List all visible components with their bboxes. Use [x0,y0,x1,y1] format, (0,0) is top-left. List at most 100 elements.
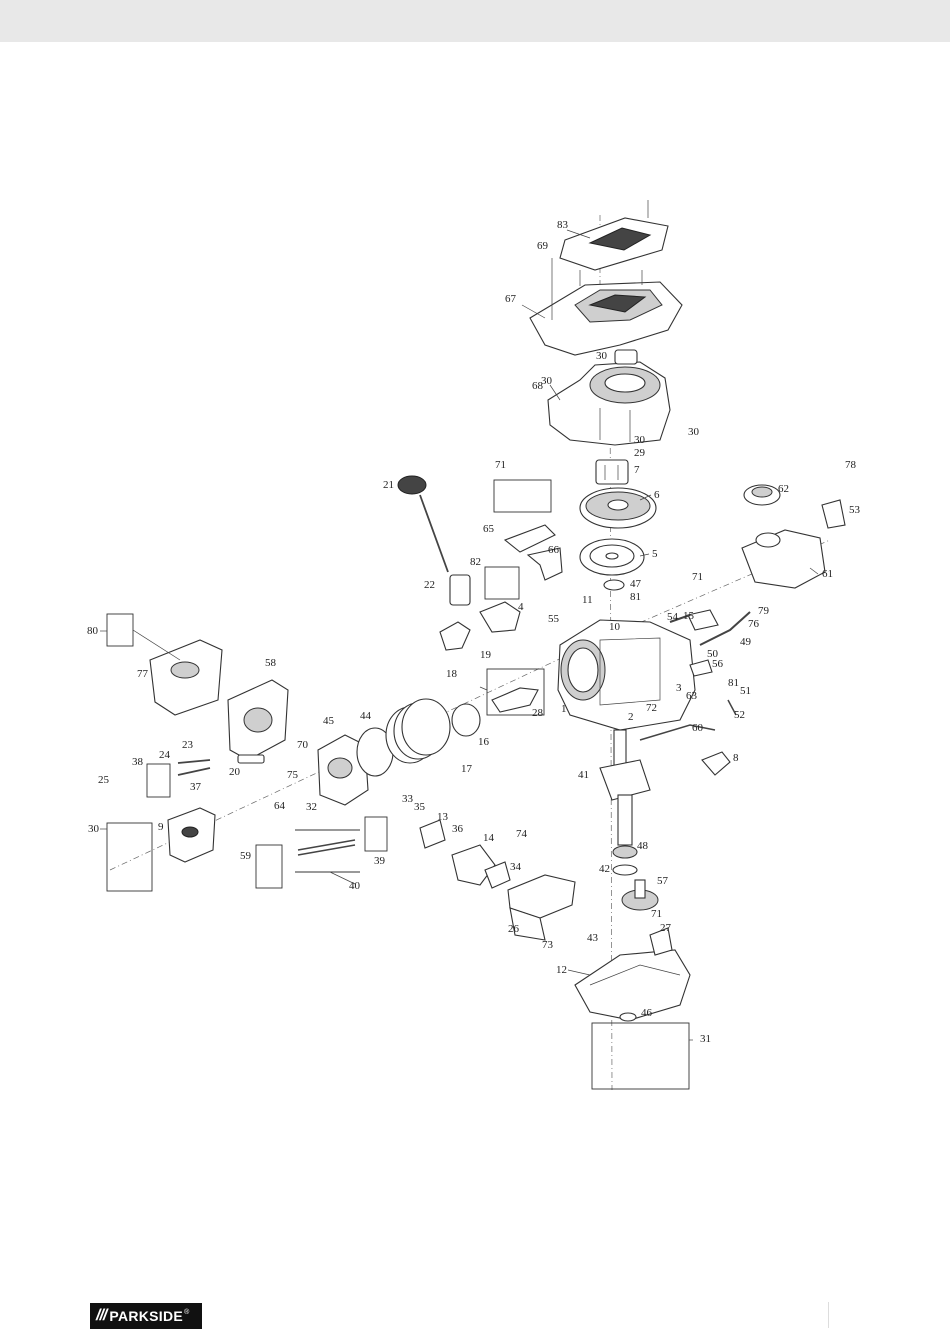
label: 12 [556,964,567,976]
label: 17 [461,763,473,775]
box-80 [107,614,133,646]
part-muffler [168,808,215,862]
label: 6 [654,489,660,501]
label: 65 [483,523,495,535]
label: 20 [229,766,241,778]
box-71-top [494,480,551,512]
label: 75 [287,769,299,781]
label: 61 [822,568,833,580]
label: 30 [88,823,100,835]
label: 3 [676,682,682,694]
label: 38 [132,756,144,768]
part-labels: 83 69 67 30 68 30 30 30 29 7 6 71 21 65 … [87,219,861,1045]
label: 51 [740,685,751,697]
label: 53 [849,504,861,516]
label: 71 [651,908,662,920]
label: 47 [630,578,642,590]
part-ignition-coil [440,602,520,650]
page-number-divider [828,1302,829,1328]
label: 76 [748,618,760,630]
label: 49 [740,636,752,648]
label: 30 [634,434,646,446]
label: 54 [667,611,679,623]
label: 4 [518,601,524,613]
part-valves [178,760,210,775]
label: 29 [634,447,646,459]
box-31-bolts [592,1023,689,1089]
label: 25 [98,774,110,786]
part-fan-plate [580,539,644,575]
label: 8 [733,752,739,764]
part-recoil-starter [548,350,670,445]
label: 41 [578,769,589,781]
logo-brand-name: PARKSIDE [109,1308,183,1324]
label: 42 [599,863,610,875]
label: 27 [660,922,672,934]
label: 30 [688,426,700,438]
label: 71 [692,571,703,583]
label: 37 [190,781,202,793]
label: 67 [505,293,517,305]
label: 18 [446,668,458,680]
label: 69 [537,240,549,252]
label: 48 [637,840,649,852]
part-fuel-tank [742,530,825,588]
label: 62 [778,483,789,495]
label: 28 [532,707,544,719]
logo-registered-mark: ® [184,1309,189,1316]
part-flywheel [580,488,656,528]
label: 63 [686,690,698,702]
box-38 [147,764,170,797]
label: 39 [374,855,386,867]
label: 9 [158,821,164,833]
label: 11 [582,594,593,606]
part-crankcase [558,620,695,730]
label: 13 [437,811,449,823]
label: 46 [641,1007,653,1019]
parkside-logo: /// PARKSIDE ® [90,1303,202,1329]
label: 30 [541,375,553,387]
label: 81 [630,591,641,603]
part-piston-rings [386,699,450,763]
label: 60 [692,722,704,734]
label: 36 [452,823,464,835]
part-bearing [613,846,637,875]
part-heat-shield [150,640,222,715]
label: 30 [596,350,608,362]
label: 1 [561,703,567,715]
label: 73 [542,939,554,951]
label: 45 [323,715,335,727]
label: 22 [424,579,435,591]
label: 15 [683,610,695,622]
label: 58 [265,657,277,669]
label: 31 [700,1033,711,1045]
label: 56 [712,658,724,670]
label: 52 [734,709,745,721]
label: 10 [609,621,621,633]
label: 71 [495,459,506,471]
part-piston [452,704,480,736]
label: 78 [845,459,857,471]
label: 23 [182,739,194,751]
part-pushrods [295,830,360,872]
label: 16 [478,736,490,748]
part-carburetor [420,820,510,888]
label: 35 [414,801,426,813]
box-59 [256,845,282,888]
logo-slashes: /// [90,1307,109,1325]
label: 55 [548,613,560,625]
label: 34 [510,861,522,873]
box-39 [365,817,387,851]
part-throttle-lever [822,500,845,528]
label: 32 [306,801,317,813]
label: 2 [628,711,634,723]
part-cam-gear [622,880,658,910]
label: 26 [508,923,520,935]
label: 43 [587,932,599,944]
label: 57 [657,875,669,887]
part-seal-46 [620,1013,636,1021]
part-top-cover [560,200,668,270]
part-muffler-plate [228,680,288,760]
label: 81 [728,677,739,689]
label: 24 [159,749,171,761]
